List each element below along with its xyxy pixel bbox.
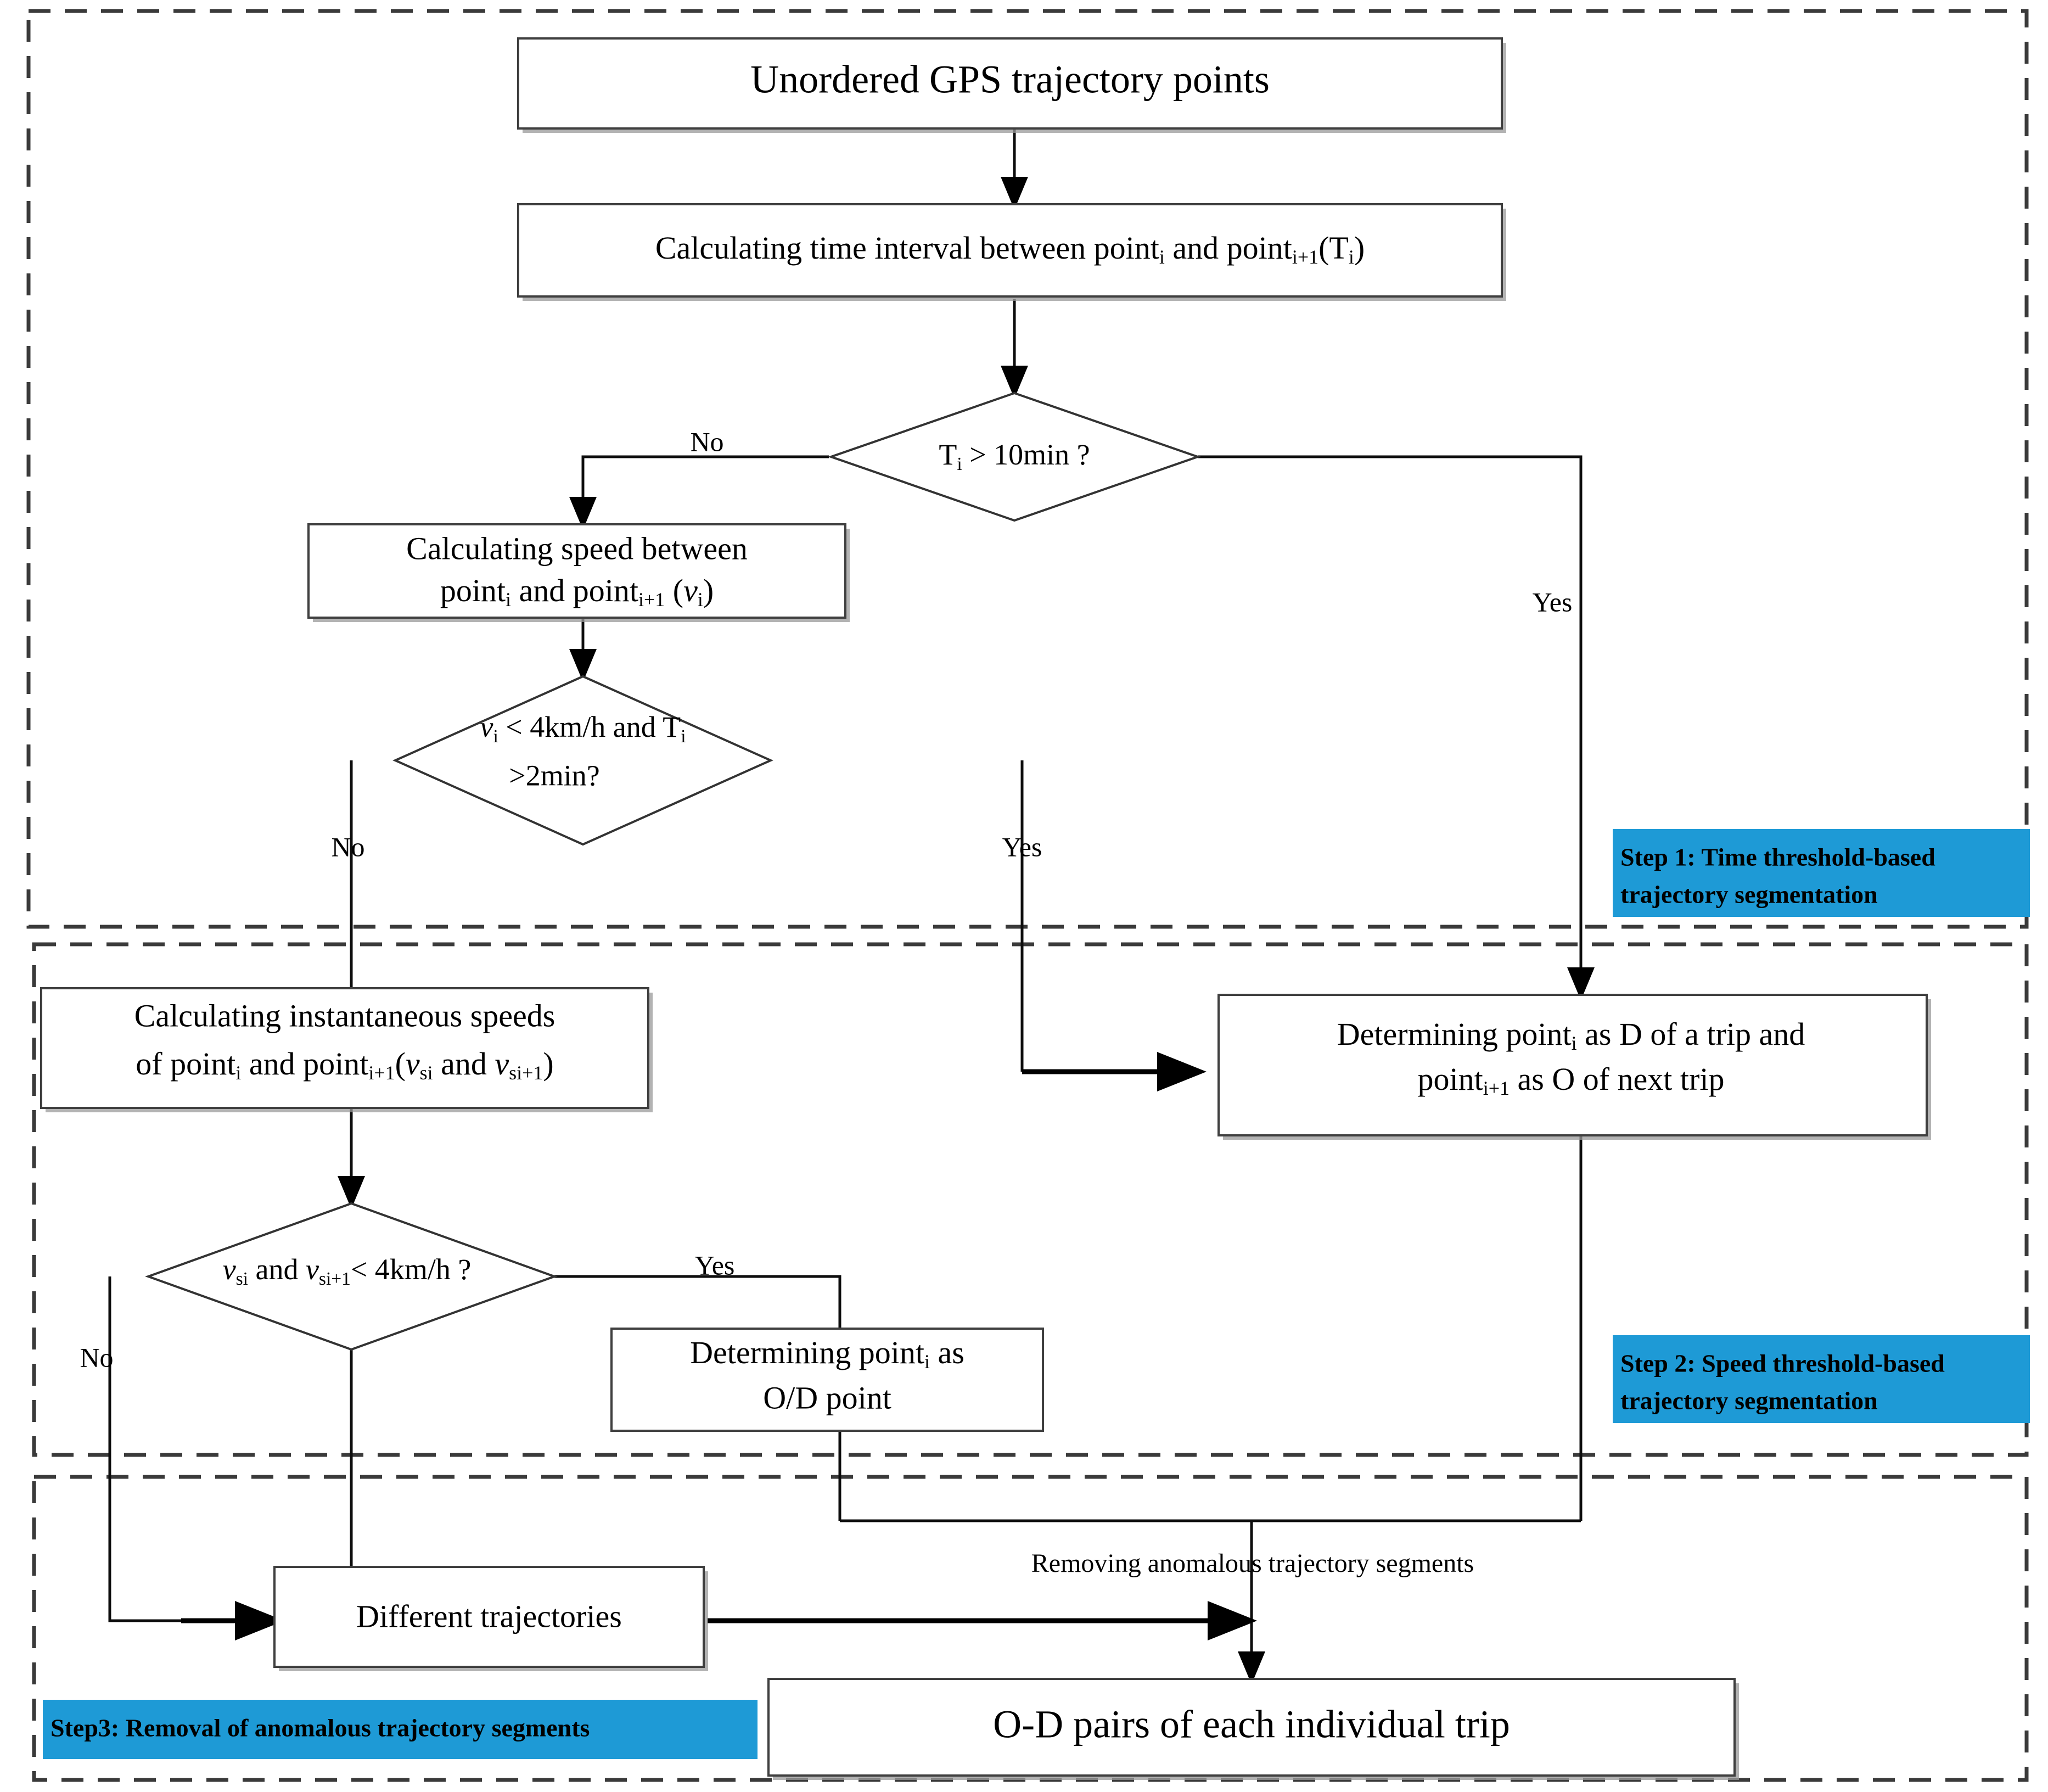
badge-step-2-line2: trajectory segmentation (1620, 1387, 1878, 1415)
badge-step-2: Step 2: Speed threshold-based trajectory… (1613, 1335, 2030, 1423)
edge-time-no-to-calcspeed (569, 455, 829, 530)
node-label-different-trajectories: Different trajectories (356, 1598, 622, 1634)
node-label-od-pairs: O-D pairs of each individual trip (993, 1703, 1510, 1746)
node-od-pairs-result[interactable]: O-D pairs of each individual trip (767, 1678, 1739, 1780)
node-calculating-speed[interactable]: Calculating speed between pointi and poi… (307, 523, 850, 622)
node-different-trajectories[interactable]: Different trajectories (273, 1566, 708, 1671)
badge-step-3: Step3: Removal of anomalous trajectory s… (43, 1700, 758, 1759)
node-label-calcspeed-line1: Calculating speed between (406, 530, 748, 566)
node-determining-od-point[interactable]: Determining pointi as O/D point (610, 1328, 1044, 1432)
badge-step-1-line1: Step 1: Time threshold-based (1620, 843, 1935, 871)
edge-label-time-no: No (690, 426, 723, 457)
decision-label-inst: vsi and vsi+1< 4km/h ? (223, 1253, 472, 1289)
edge-time-yes-to-determine-od (1198, 455, 1595, 1000)
badge-step-2-line1: Step 2: Speed threshold-based (1620, 1349, 1945, 1377)
badge-step-1: Step 1: Time threshold-based trajectory … (1613, 829, 2030, 917)
decision-label-time: Ti > 10min ? (939, 438, 1090, 474)
node-label-start: Unordered GPS trajectory points (750, 58, 1270, 102)
section-frame-step3 (32, 1475, 2029, 1782)
node-label-odpoint-line2: O/D point (763, 1380, 891, 1415)
section-frame-step1 (26, 9, 2029, 929)
decision-label-speed-line1: vi < 4km/h and Ti (480, 710, 686, 746)
badge-step-1-line2: trajectory segmentation (1620, 881, 1878, 909)
node-label-calcinst-line2: of pointi and pointi+1(vsi and vsi+1) (136, 1046, 553, 1084)
edge-label-speed-yes: Yes (1002, 831, 1042, 862)
node-label-odpoint-line1: Determining pointi as (690, 1335, 964, 1373)
node-calculating-time-interval[interactable]: Calculating time interval between pointi… (517, 203, 1506, 301)
edge-label-speed-no: No (331, 831, 364, 862)
section-frame-step2 (32, 942, 2029, 1457)
node-label-determineod-line1: Determining pointi as D of a trip and (1337, 1016, 1805, 1054)
badge-step-3-line1: Step3: Removal of anomalous trajectory s… (51, 1714, 590, 1742)
edge-label-removing-anomalous: Removing anomalous trajectory segments (1031, 1549, 1474, 1578)
edge-label-inst-yes: Yes (695, 1250, 735, 1280)
edge-label-inst-no: No (80, 1342, 113, 1373)
node-label-determineod-line2: pointi+1 as O of next trip (1418, 1061, 1725, 1099)
edge-inst-no-left (108, 1276, 274, 1622)
node-label-calcinst-line1: Calculating instantaneous speeds (134, 998, 556, 1033)
node-label-calcspeed-line2: pointi and pointi+1 (vi) (440, 573, 714, 611)
node-unordered-gps-points[interactable]: Unordered GPS trajectory points (517, 37, 1506, 133)
node-instantaneous-speed-decision[interactable]: vsi and vsi+1< 4km/h ? (145, 1202, 558, 1351)
node-determining-d-of-trip[interactable]: Determining pointi as D of a trip and po… (1217, 994, 1931, 1140)
node-speed-time-decision[interactable]: vi < 4km/h and Ti >2min? (392, 675, 773, 846)
edge-inst-yes-to-odpoint (554, 1275, 841, 1329)
decision-label-speed-line2: >2min? (509, 759, 599, 792)
edge-label-time-yes: Yes (1533, 586, 1573, 617)
node-calculating-instantaneous-speeds[interactable]: Calculating instantaneous speeds of poin… (40, 987, 653, 1112)
node-label-calctime: Calculating time interval between pointi… (655, 230, 1365, 268)
node-time-threshold-decision[interactable]: Ti > 10min ? (827, 391, 1202, 522)
